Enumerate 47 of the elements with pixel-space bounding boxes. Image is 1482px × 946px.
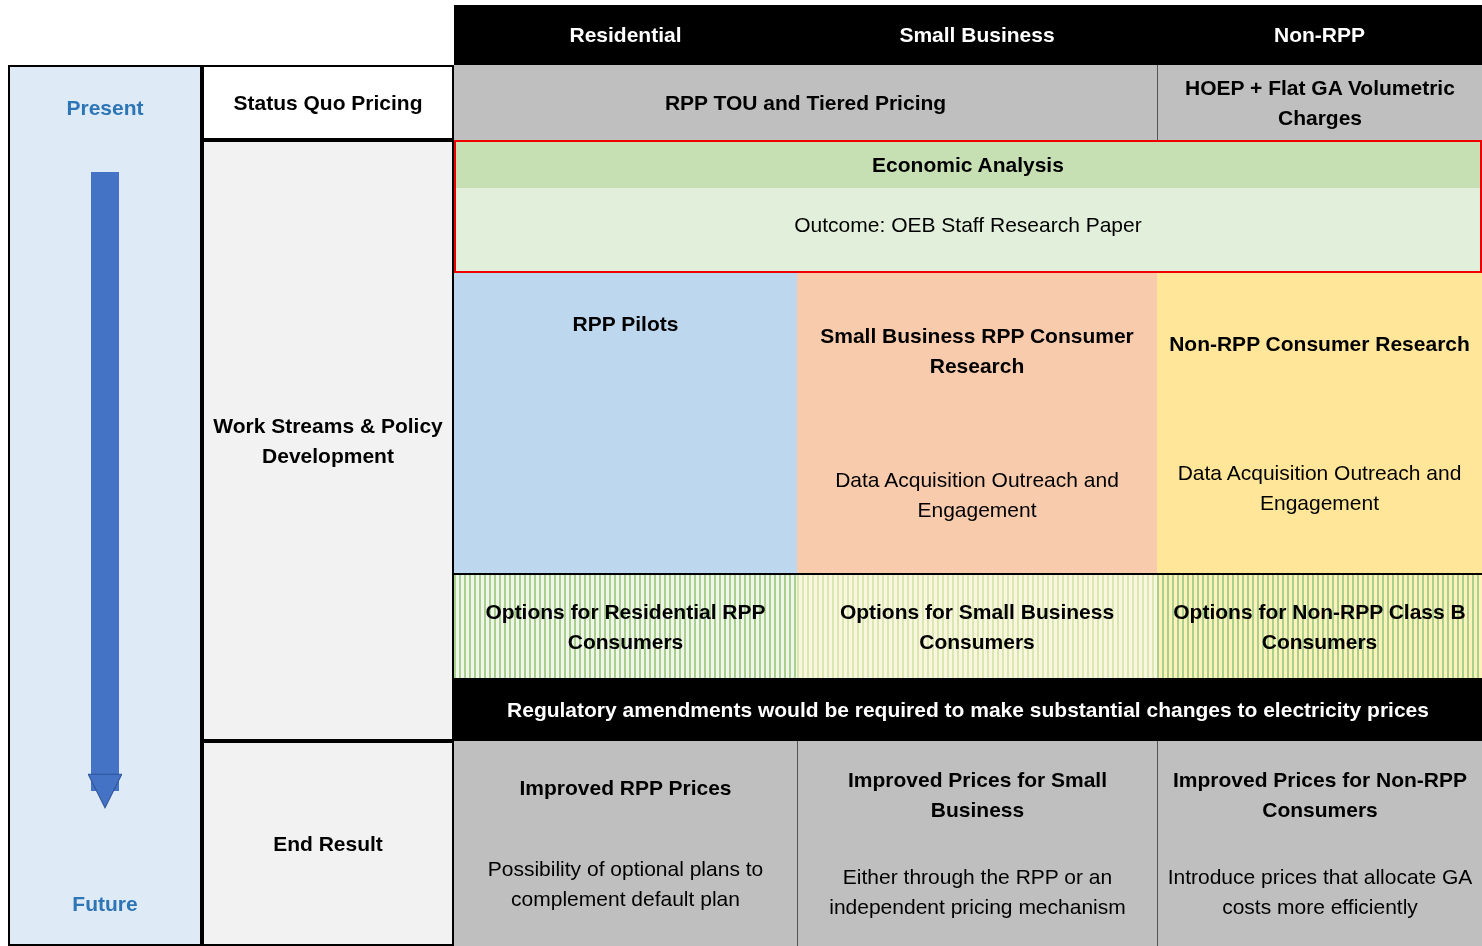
timeline-panel (8, 65, 202, 946)
workstream-cell (797, 273, 1157, 573)
cell-label: Residential (569, 22, 682, 48)
cell-heading: Small Business RPP Consumer Research (819, 323, 1135, 379)
band-heading: Economic Analysis (456, 142, 1480, 188)
cell-text: Data Acquisition Outreach and Engagement (1176, 459, 1463, 516)
column-header (454, 5, 797, 65)
result-cell (797, 741, 1157, 946)
cell-label: RPP Pilots (572, 311, 679, 337)
notice-bar (454, 678, 1482, 741)
cell-text: Data Acquisition Outreach and Engagement (834, 467, 1120, 523)
row-header (202, 65, 454, 140)
row-header (202, 741, 454, 946)
pricing-cell (1157, 65, 1482, 140)
cell-label: HOEP + Flat GA Volumetric Charges (1184, 74, 1456, 131)
result-cell (454, 741, 797, 946)
cell-label: Regulatory amendments would be required to make substantial changes to electricity prices (507, 696, 1429, 723)
workstream-cell (1157, 273, 1482, 573)
cell-label: Options for Non-RPP Class B Consumers (1172, 598, 1467, 655)
workstream-cell (454, 273, 797, 573)
cell-text: Outcome: OEB Staff Research Paper (794, 212, 1142, 238)
pricing-cell (454, 65, 1157, 140)
cell-label: Small Business (899, 22, 1055, 48)
column-header (1157, 5, 1482, 65)
row-header (202, 140, 454, 741)
result-cell (1157, 741, 1482, 946)
cell-label: RPP TOU and Tiered Pricing (664, 89, 947, 116)
cell-label: Status Quo Pricing (233, 89, 423, 116)
analysis-panel (454, 140, 1482, 273)
cell-label: Non-RPP (1274, 22, 1365, 48)
cell-heading: Improved Prices for Small Business (846, 767, 1109, 824)
options-cell (454, 573, 797, 678)
cell-heading: Improved RPP Prices (519, 774, 732, 801)
cell-heading: Improved Prices for Non-RPP Consumers (1171, 767, 1469, 824)
cell-text: Possibility of optional plans to complement default plan (486, 856, 765, 913)
options-cell (797, 573, 1157, 678)
options-cell (1157, 573, 1482, 678)
arrow (87, 172, 123, 809)
cell-label: Options for Small Business Consumers (838, 598, 1116, 655)
cell-label: Future (72, 891, 138, 917)
cell-text: Either through the RPP or an independent pricing mechanism (828, 863, 1127, 920)
cell-label: Options for Residential RPP Consumers (484, 598, 767, 655)
cell-label: Present (66, 95, 144, 121)
cell-heading: Non-RPP Consumer Research (1169, 330, 1470, 357)
cell-label: Work Streams & Policy Development (212, 412, 444, 469)
cell-text: Introduce prices that allocate GA costs more efficiently (1166, 863, 1474, 920)
cell-label: End Result (273, 830, 383, 857)
